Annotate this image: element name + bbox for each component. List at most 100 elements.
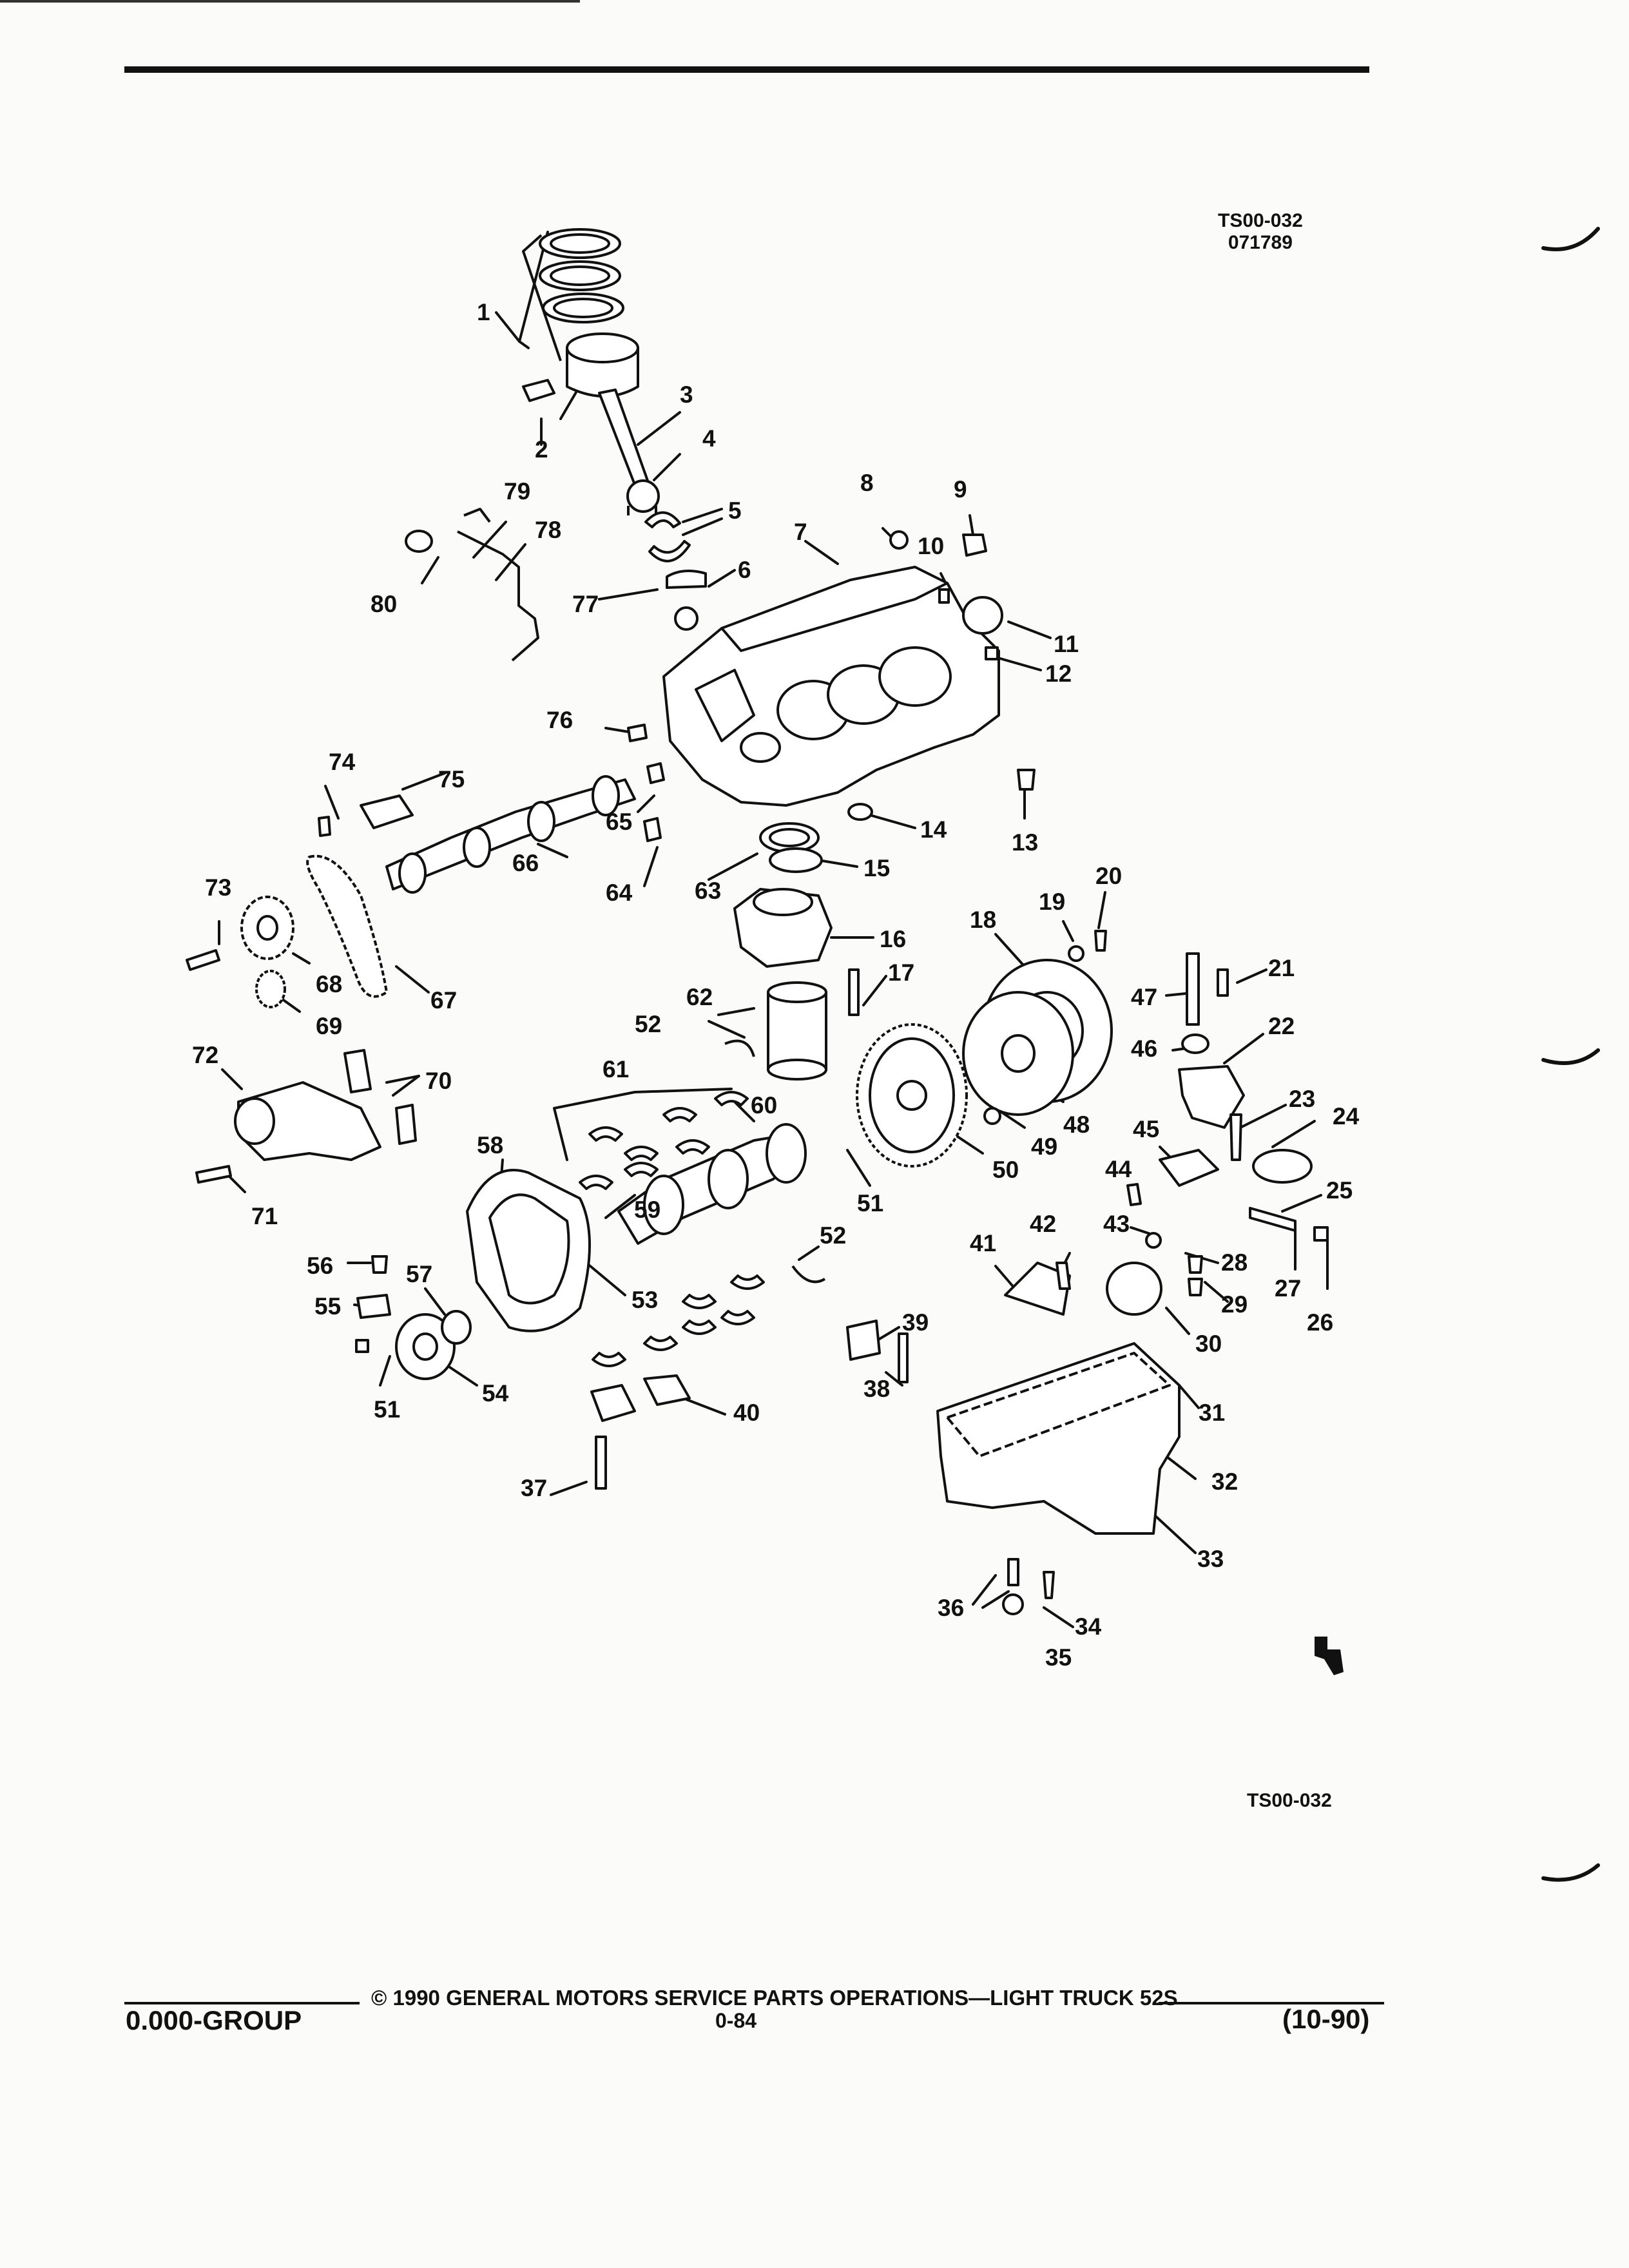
- callout-8: 8: [860, 470, 874, 496]
- leader-64: [643, 846, 659, 887]
- callout-70: 70: [425, 1068, 452, 1094]
- leader-3: [637, 411, 681, 446]
- bolt-73: [186, 949, 220, 971]
- callout-30: 30: [1195, 1331, 1222, 1357]
- top-edge-line: [0, 0, 580, 3]
- leader-34: [1043, 1606, 1074, 1628]
- crank-sprocket: [255, 970, 286, 1008]
- leader-57: [424, 1287, 446, 1316]
- callout-67: 67: [430, 987, 457, 1014]
- callout-44: 44: [1105, 1156, 1132, 1182]
- oil-pump: [1178, 1065, 1245, 1129]
- callout-3: 3: [680, 381, 693, 408]
- figure-code-bottom: TS00-032: [1247, 1790, 1332, 1811]
- front-seal: [441, 1310, 472, 1345]
- leader-22: [1223, 1033, 1264, 1064]
- callout-35: 35: [1045, 1644, 1072, 1671]
- clutch-disc: [962, 991, 1074, 1116]
- callout-77: 77: [572, 591, 599, 617]
- oil-pump-shaft: [1186, 952, 1200, 1026]
- binder-mark-1: [1541, 227, 1600, 251]
- leader-72: [221, 1068, 243, 1090]
- callout-32: 32: [1211, 1468, 1238, 1495]
- callout-56: 56: [307, 1253, 333, 1279]
- callout-22: 22: [1268, 1013, 1295, 1039]
- callout-48: 48: [1063, 1111, 1090, 1138]
- cam-thrust-plate: [360, 794, 414, 829]
- footer-rule-right: [1159, 2002, 1384, 2004]
- callout-66: 66: [512, 850, 539, 876]
- rod-bearing-upper: [644, 511, 681, 528]
- timing-cover: [466, 1169, 591, 1332]
- callout-43: 43: [1103, 1211, 1130, 1237]
- flywheel: [856, 1023, 968, 1168]
- leader-4: [653, 453, 681, 481]
- oil-pump-screen: [1252, 1149, 1313, 1184]
- rod-nut: [674, 606, 699, 631]
- timing-chain: [306, 854, 388, 998]
- bushing-64: [643, 817, 662, 842]
- leader-1: [495, 231, 549, 349]
- callout-71: 71: [251, 1203, 278, 1229]
- bracket-39: [846, 1320, 881, 1361]
- main-cap-45: [1159, 1149, 1219, 1187]
- rear-seal-housing: [1106, 1262, 1162, 1316]
- stud-42: [1055, 1262, 1071, 1290]
- bolt-71: [195, 1165, 232, 1184]
- leader-53: [585, 1262, 626, 1296]
- bolt-13: [1017, 769, 1036, 791]
- leader-66: [537, 843, 568, 858]
- leader-74: [324, 785, 340, 820]
- leader-75: [401, 772, 446, 791]
- callout-65: 65: [606, 809, 632, 835]
- flywheel-bolt: [983, 1107, 1001, 1125]
- callout-75: 75: [438, 766, 465, 793]
- fitting-80: [405, 530, 433, 553]
- callout-13: 13: [1012, 829, 1038, 856]
- callout-38: 38: [863, 1376, 890, 1402]
- camshaft: [385, 775, 636, 894]
- bolt-74: [318, 816, 331, 837]
- callout-21: 21: [1268, 955, 1295, 981]
- leader-59: [604, 1194, 636, 1219]
- key-51: [355, 1339, 369, 1353]
- callout-74: 74: [329, 749, 356, 775]
- leader-60: [733, 1100, 755, 1122]
- callout-28: 28: [1221, 1249, 1248, 1276]
- leader-18: [994, 933, 1026, 968]
- expansion-plug: [962, 596, 1003, 635]
- callout-62: 62: [686, 984, 713, 1010]
- shaft-retainer: [1181, 1033, 1210, 1054]
- callout-47: 47: [1131, 984, 1157, 1010]
- callout-80: 80: [371, 591, 397, 617]
- plug-76: [627, 724, 648, 742]
- washer-19: [1068, 945, 1084, 962]
- callout-29: 29: [1221, 1291, 1248, 1318]
- leader-21: [1236, 968, 1268, 984]
- callout-18: 18: [970, 907, 996, 933]
- leader-50: [952, 1133, 984, 1155]
- dipstick-tube: [1249, 1207, 1296, 1232]
- callout-45: 45: [1133, 1116, 1159, 1142]
- pickup-tube-78: [457, 530, 539, 662]
- callout-51b: 51: [374, 1396, 400, 1423]
- leader-37: [550, 1481, 588, 1496]
- callout-26: 26: [1307, 1309, 1333, 1336]
- leader-14: [869, 814, 916, 829]
- oil-filter-adapter: [733, 888, 833, 968]
- callout-55: 55: [314, 1293, 341, 1320]
- callout-16: 16: [880, 926, 906, 952]
- footer-copyright: © 1990 GENERAL MOTORS SERVICE PARTS OPER…: [371, 1986, 1178, 2010]
- binder-marks: [1541, 227, 1600, 1882]
- binder-mark-3: [1541, 1863, 1600, 1882]
- binder-mark-2: [1541, 1048, 1600, 1065]
- water-pump: [234, 1081, 381, 1161]
- footer-rule-left: [124, 2002, 360, 2004]
- callout-10: 10: [918, 533, 944, 559]
- leader-6: [708, 569, 736, 588]
- bracket-55: [356, 1294, 391, 1319]
- bolt-23: [1229, 1113, 1242, 1161]
- header-rule: [124, 66, 1369, 73]
- bolt-56: [371, 1255, 388, 1274]
- bolt-29: [1188, 1278, 1203, 1296]
